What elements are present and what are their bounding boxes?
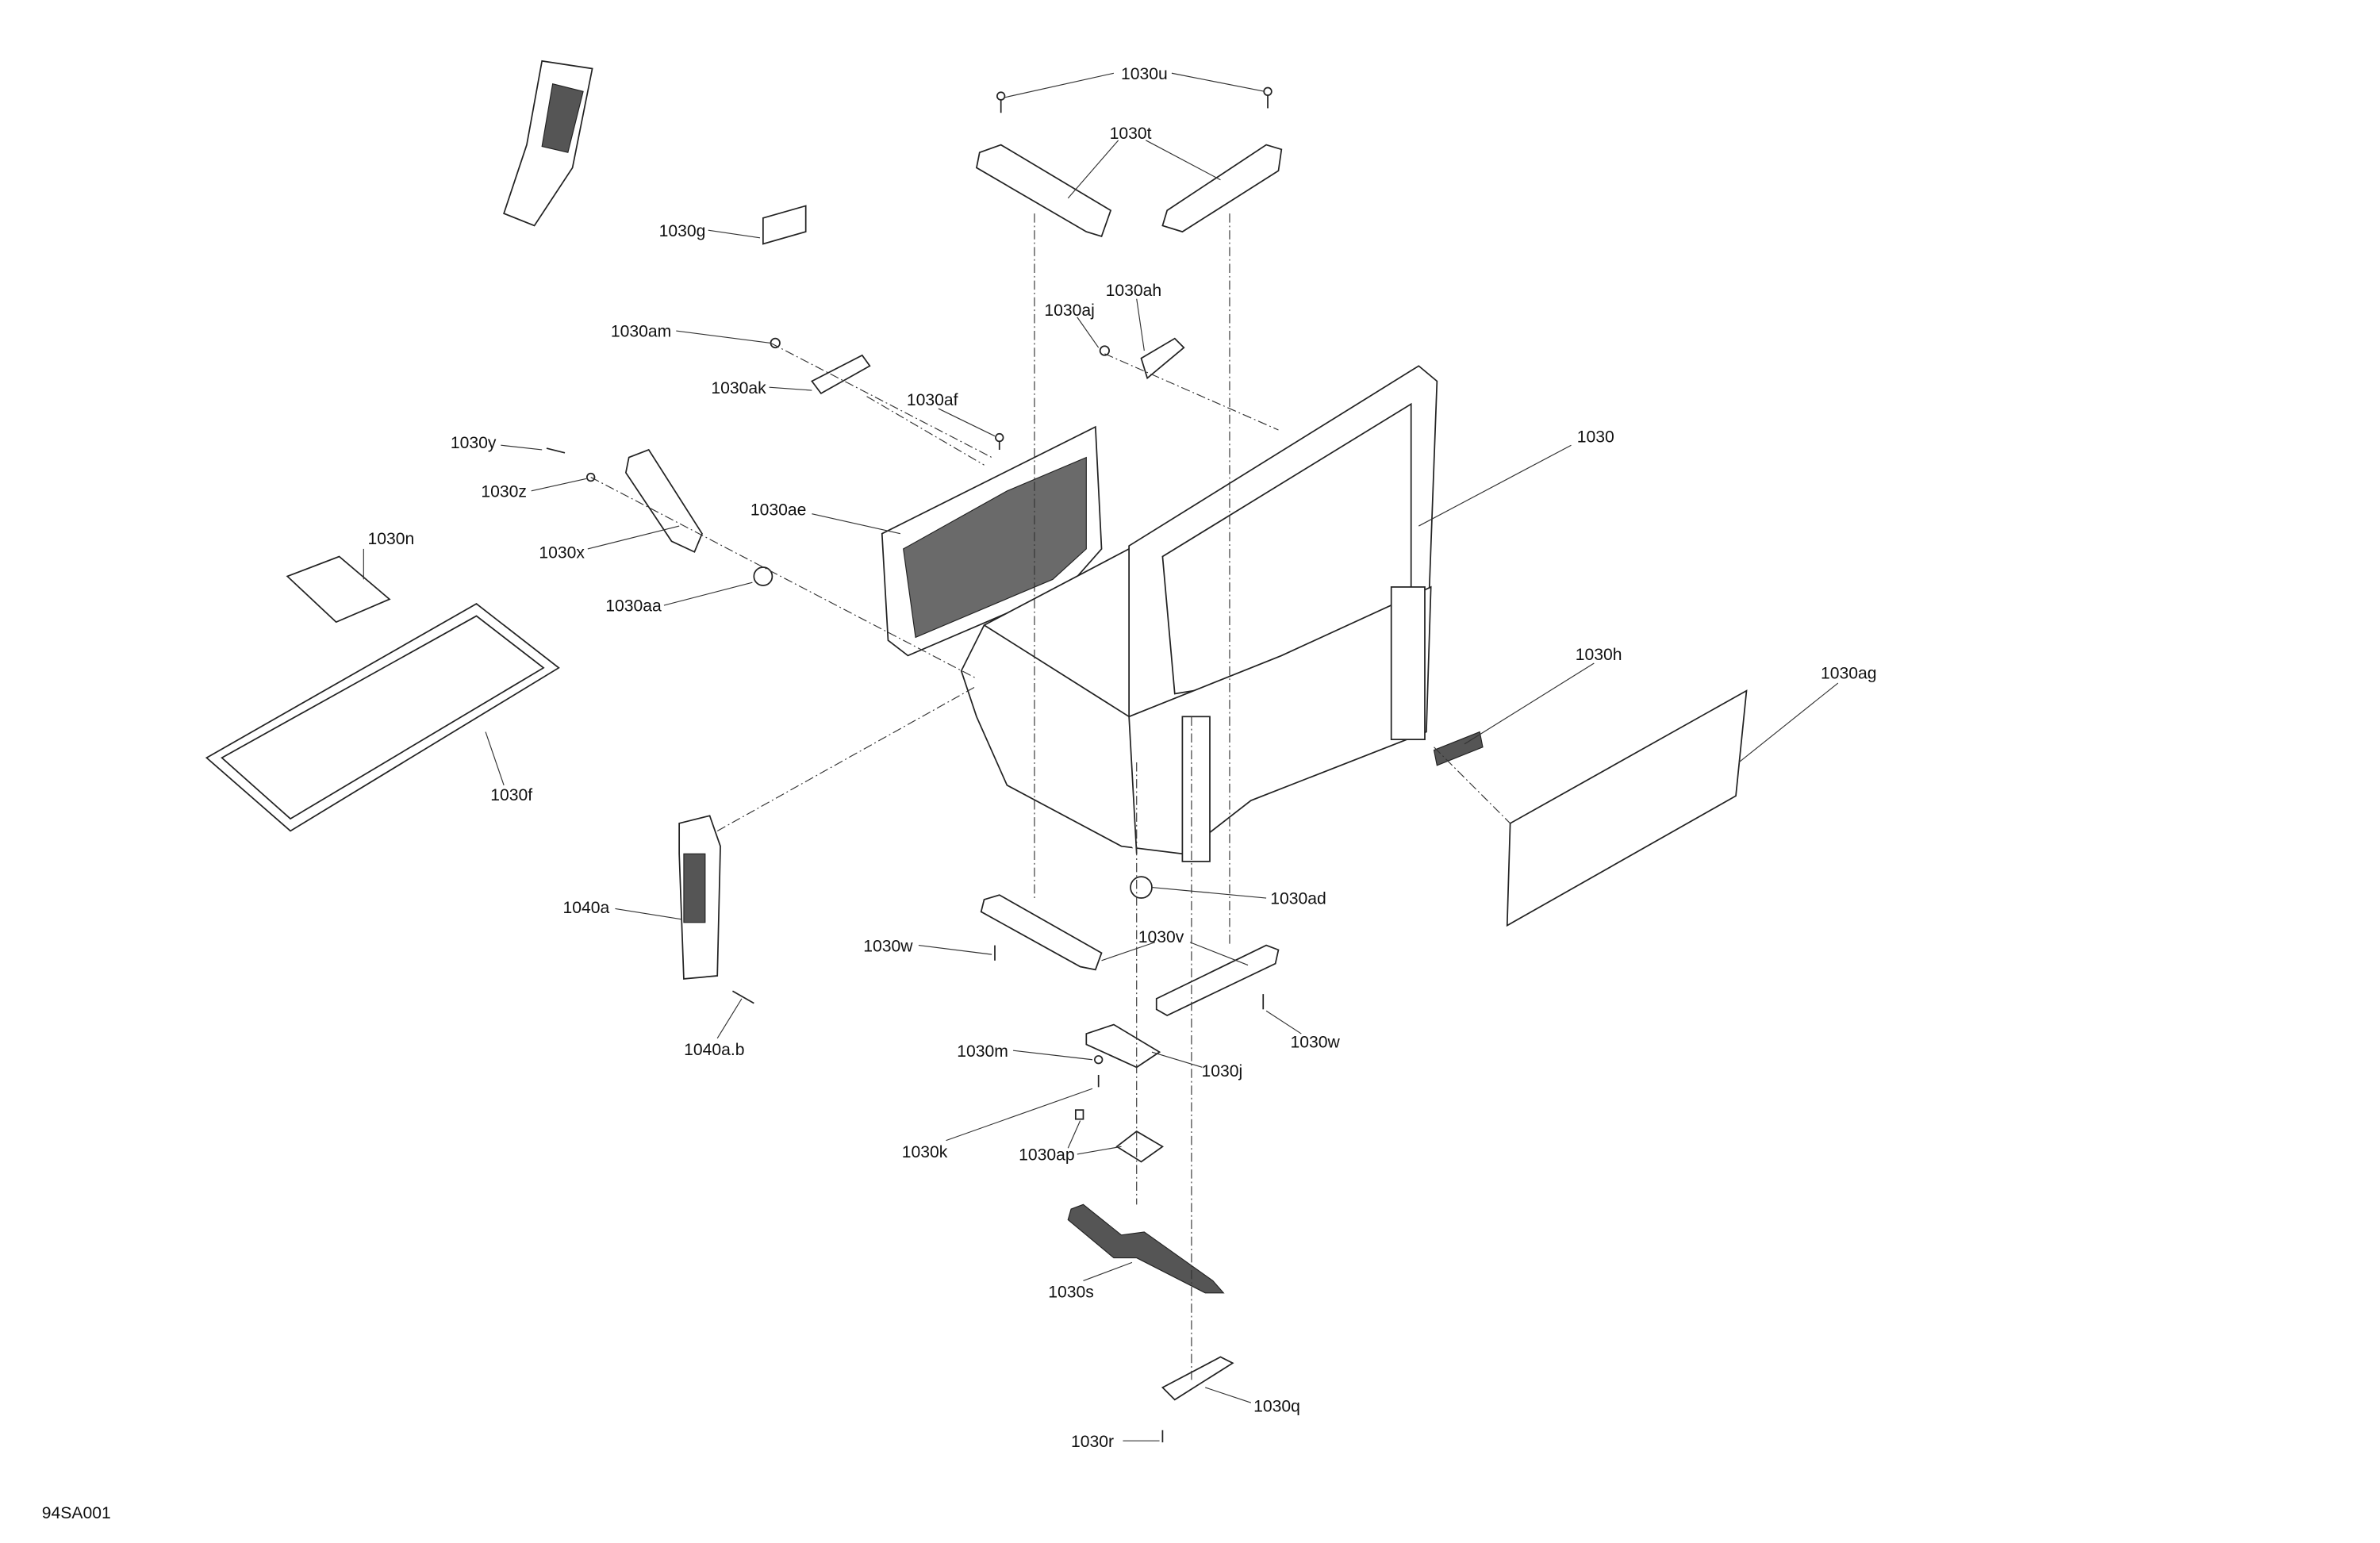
plate-1030ak [811, 354, 871, 394]
callout-1030j: 1030j [1202, 1062, 1243, 1080]
callout-1030u: 1030u [1121, 65, 1168, 83]
drawing-code: 94SA001 [42, 1504, 111, 1522]
callout-1030ak: 1030ak [711, 379, 766, 397]
decal-1030n [286, 555, 391, 624]
part-1030ad [1130, 876, 1153, 899]
callout-1030w: 1030w [1290, 1033, 1340, 1051]
bracket-1030s [1067, 1203, 1225, 1294]
callout-1030s: 1030s [1048, 1284, 1094, 1302]
callout-1030v: 1030v [1138, 928, 1184, 946]
parts [205, 59, 1748, 1443]
rod-holder-top [503, 59, 593, 227]
latch-1030ah [1140, 337, 1185, 380]
callout-1030ah: 1030ah [1106, 282, 1162, 300]
gasket-1030f [205, 603, 560, 832]
callout-1030aj: 1030aj [1044, 301, 1094, 320]
lid-panel-1030ae [881, 425, 1103, 657]
callout-1030m: 1030m [957, 1042, 1008, 1061]
bracket-left-1030t [975, 144, 1112, 237]
callout-1030x: 1030x [539, 543, 585, 562]
bracket-right-1030t [1161, 144, 1283, 233]
callout-1030k: 1030k [902, 1143, 948, 1161]
callout-1030: 1030 [1577, 428, 1614, 446]
callout-1040a: 1040a [563, 899, 610, 917]
screw-1040a-b [731, 990, 754, 1004]
callout-1030af: 1030af [907, 391, 958, 409]
pad-1030ap [1115, 1130, 1164, 1163]
callout-1030z: 1030z [481, 483, 527, 501]
callout-1030n: 1030n [368, 530, 415, 548]
part-1030aa [753, 566, 774, 586]
callout-1030r: 1030r [1071, 1433, 1114, 1451]
callout-1030f: 1030f [490, 786, 532, 804]
callout-1030ae: 1030ae [750, 501, 806, 520]
callout-1030w: 1030w [863, 937, 913, 955]
callout-1030aa: 1030aa [605, 597, 662, 616]
callout-1030t: 1030t [1110, 125, 1152, 143]
screws-1030u [996, 86, 1273, 113]
callout-labels: 1030u 1030t 1030g 1030ah 1030aj 1030am 1030ak 1… [368, 65, 1877, 1451]
callout-1030h: 1030h [1576, 646, 1622, 664]
cooler-body-1030 [960, 365, 1438, 862]
rail-left-1030v [980, 894, 1103, 971]
callout-1030y: 1030y [451, 434, 497, 452]
callout-1030ap: 1030ap [1019, 1146, 1075, 1165]
callout-1030g: 1030g [659, 222, 706, 240]
handle-1030x [624, 448, 703, 553]
callout-1040a-b: 1040a.b [684, 1041, 744, 1059]
decal-1030g [762, 205, 807, 245]
rail-right-1030v [1155, 944, 1280, 1016]
rod-holder-1040a [678, 815, 721, 980]
callout-1030q: 1030q [1253, 1398, 1300, 1416]
hinge-1030q [1161, 1356, 1234, 1401]
callout-1030am: 1030am [611, 323, 671, 341]
plate-1030j [1085, 1023, 1161, 1069]
panel-1030ag [1506, 689, 1748, 927]
callout-1030ad: 1030ad [1270, 890, 1326, 908]
callout-1030ag: 1030ag [1821, 664, 1877, 682]
